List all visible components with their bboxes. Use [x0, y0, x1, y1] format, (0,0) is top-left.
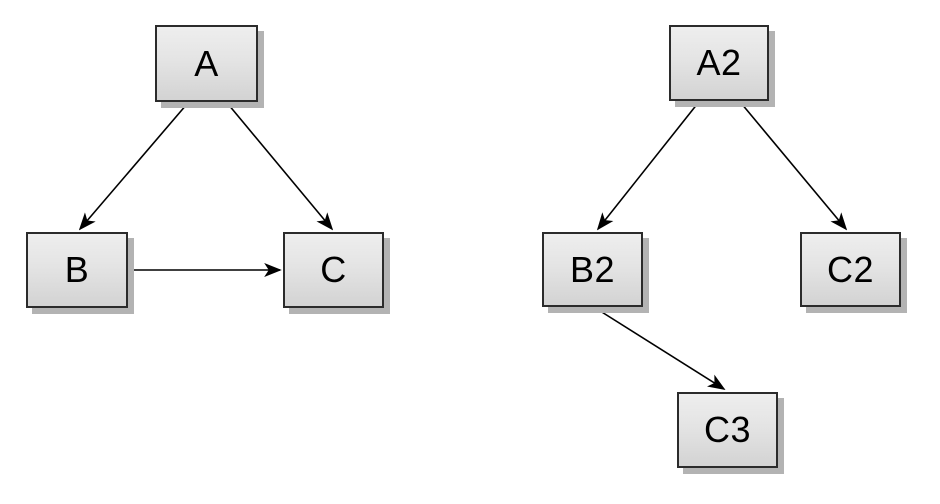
node-label: C3 — [703, 409, 752, 450]
node-C2[interactable]: C2 — [800, 232, 901, 307]
node-C3[interactable]: C3 — [677, 392, 778, 468]
edge-A2-C2 — [740, 102, 848, 231]
node-label: B — [64, 249, 90, 290]
node-B2[interactable]: B2 — [542, 232, 643, 307]
node-label: B2 — [569, 248, 616, 290]
node-label: A2 — [696, 42, 742, 83]
node-B[interactable]: B — [26, 232, 128, 308]
node-C[interactable]: C — [283, 232, 384, 308]
node-A[interactable]: A — [155, 25, 258, 102]
edge-A-B — [78, 103, 188, 231]
node-label: A — [194, 42, 219, 84]
edge-B2-C3 — [596, 308, 726, 390]
node-A2[interactable]: A2 — [669, 25, 769, 101]
edge-A2-B2 — [596, 102, 699, 231]
node-label: C — [320, 249, 347, 290]
edge-A-C — [227, 103, 334, 231]
node-label: C2 — [826, 248, 875, 290]
